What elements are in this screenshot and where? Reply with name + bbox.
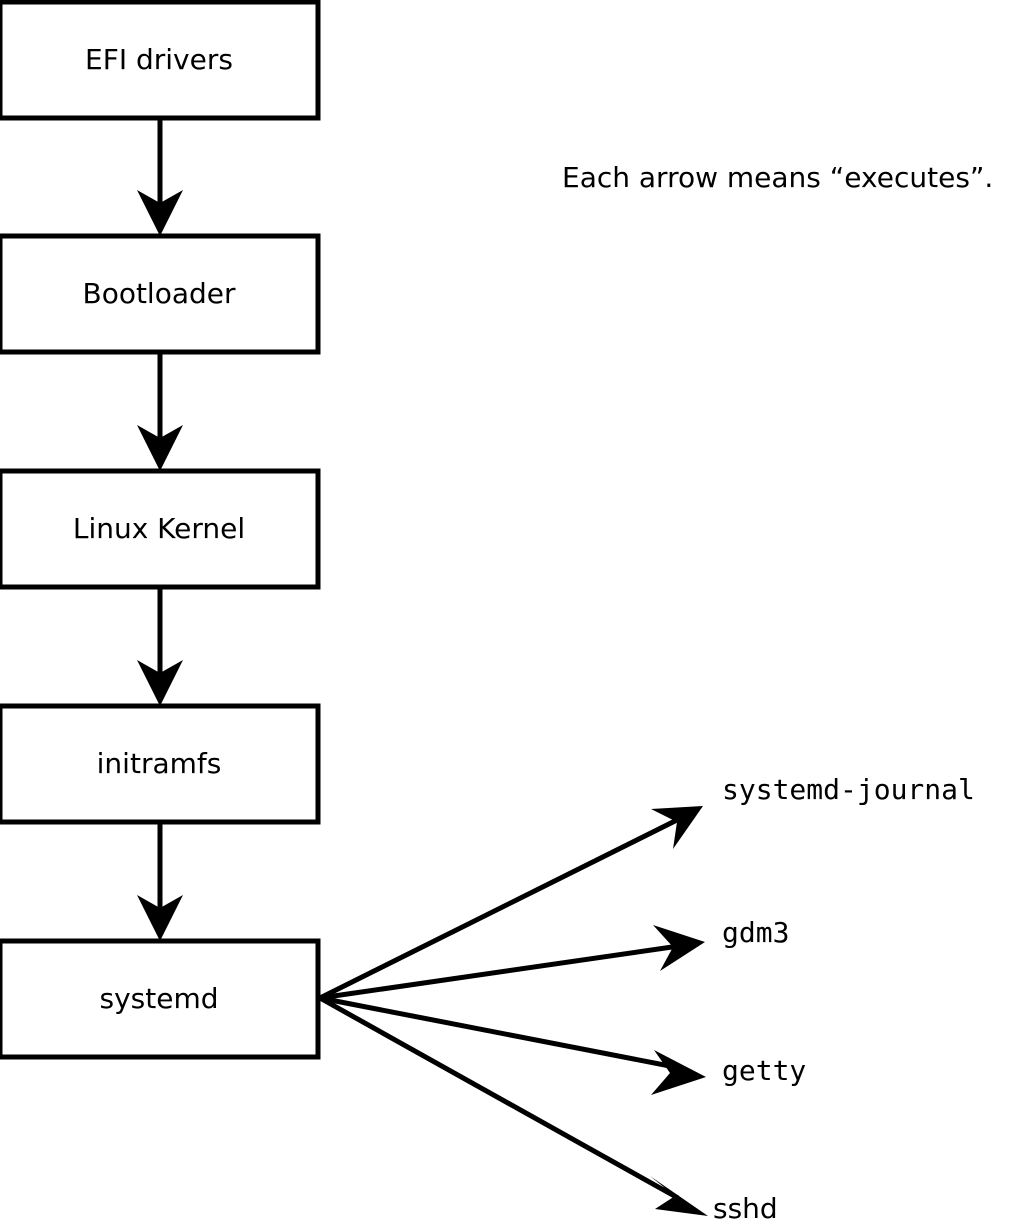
service-label-sshd: sshd [713, 1192, 778, 1225]
arrowhead-down-right-icon [650, 1176, 708, 1216]
service-label-getty: getty [722, 1054, 806, 1087]
service-label-gdm3: gdm3 [722, 916, 789, 949]
box-initramfs[interactable]: initramfs [0, 703, 321, 825]
box-label-systemd: systemd [100, 982, 219, 1015]
box-systemd[interactable]: systemd [0, 938, 321, 1060]
chain-arrow-efi-to-bootloader [137, 118, 183, 236]
arrowhead-down-icon [137, 190, 183, 236]
fanout-arrow-shaft [319, 943, 680, 1001]
service-label-systemd-journal: systemd-journal [722, 773, 975, 806]
arrowhead-down-icon [137, 895, 183, 941]
box-linux-kernel[interactable]: Linux Kernel [0, 468, 321, 590]
fanout-arrow-getty [319, 995, 706, 1095]
box-label-initramfs: initramfs [97, 747, 222, 780]
box-outline [0, 938, 321, 1060]
fanout-arrow-gdm3 [319, 925, 705, 1001]
arrowhead-up-right-icon [651, 806, 703, 849]
box-efi-drivers[interactable]: EFI drivers [0, 0, 321, 121]
diagram-caption: Each arrow means “executes”. [562, 161, 993, 194]
chain-arrow-initramfs-to-systemd [137, 823, 183, 941]
fanout-arrow-shaft [318, 995, 680, 1201]
fanout-arrow-systemd-journal [318, 806, 703, 1001]
box-bootloader[interactable]: Bootloader [0, 233, 321, 355]
arrowhead-down-right-icon [651, 1050, 706, 1095]
box-label-efi-drivers: EFI drivers [85, 43, 233, 76]
chain-arrow-kernel-to-initramfs [137, 588, 183, 706]
box-outline [0, 468, 321, 590]
fanout-arrow-sshd [318, 995, 708, 1216]
arrowhead-down-icon [137, 425, 183, 471]
chain-arrow-bootloader-to-kernel [137, 353, 183, 471]
arrowhead-down-icon [137, 660, 183, 706]
box-outline [0, 703, 321, 825]
box-label-bootloader: Bootloader [82, 277, 236, 310]
box-outline [0, 233, 321, 355]
box-outline [0, 0, 321, 121]
box-label-linux-kernel: Linux Kernel [73, 512, 245, 545]
fanout-arrow-shaft [319, 995, 681, 1071]
fanout-arrow-shaft [318, 815, 683, 1001]
arrowhead-right-icon [653, 925, 705, 971]
